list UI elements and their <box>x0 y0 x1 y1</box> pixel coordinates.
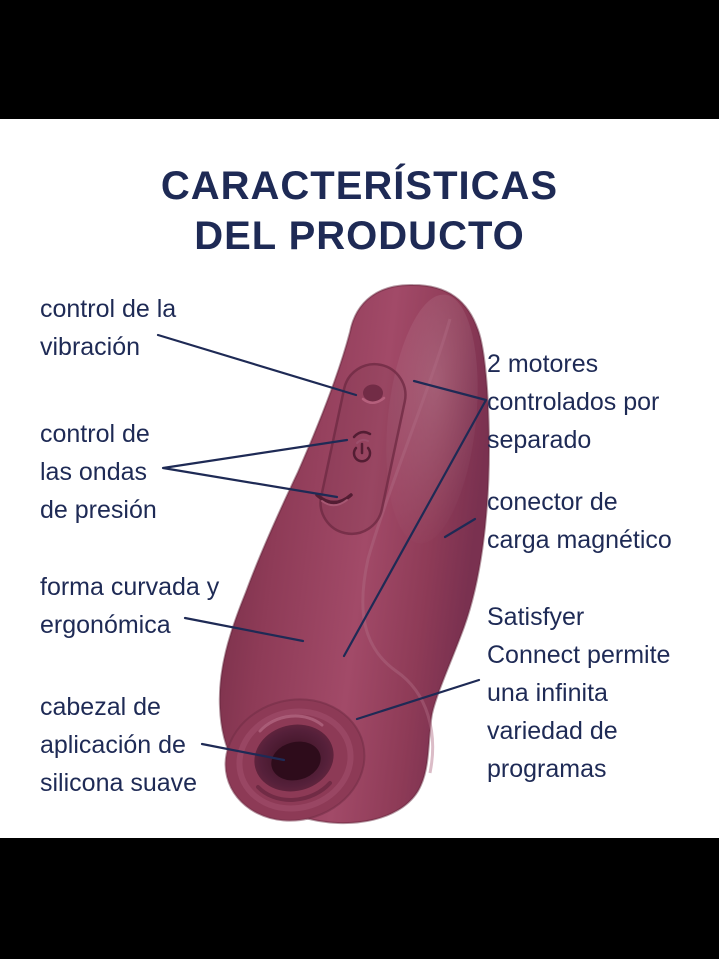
callout-app-connect: Satisfyer Connect permite una infinita v… <box>487 603 671 783</box>
line-head <box>200 742 286 762</box>
callout-silicone-head: cabezal de aplicación de silicona suave <box>40 693 198 797</box>
callout-curved-shape: forma curvada y ergonómica <box>40 573 220 639</box>
line-connect <box>355 678 481 721</box>
wave-button <box>315 493 353 507</box>
page-title: CARACTERÍSTICAS DEL PRODUCTO <box>0 161 719 261</box>
product-diagram <box>156 283 491 825</box>
body-sheen <box>386 294 478 544</box>
callout-pressure-wave-control: control de las ondas de presión <box>40 420 157 524</box>
line-motors-fork <box>342 379 488 658</box>
callout-lines <box>156 333 488 762</box>
letterbox-bottom <box>0 838 719 959</box>
line-charge <box>443 517 477 539</box>
letterbox-top <box>0 0 719 119</box>
vibration-button <box>361 384 386 404</box>
page-title-line2: DEL PRODUCTO <box>194 214 525 258</box>
body-seam <box>361 318 452 774</box>
line-pressure-fork <box>161 438 349 499</box>
callout-two-motors: 2 motores controlados por separado <box>487 350 660 454</box>
line-vibration <box>156 333 358 397</box>
suction-head <box>224 698 366 822</box>
content-canvas: CARACTERÍSTICAS DEL PRODUCTO <box>0 119 719 838</box>
line-shape <box>183 616 305 643</box>
product-photo <box>218 283 491 825</box>
callout-vibration-control: control de la vibración <box>40 295 177 361</box>
power-button <box>352 430 372 463</box>
callout-magnetic-charge: conector de carga magnético <box>487 488 672 554</box>
page-title-line1: CARACTERÍSTICAS <box>160 164 559 208</box>
